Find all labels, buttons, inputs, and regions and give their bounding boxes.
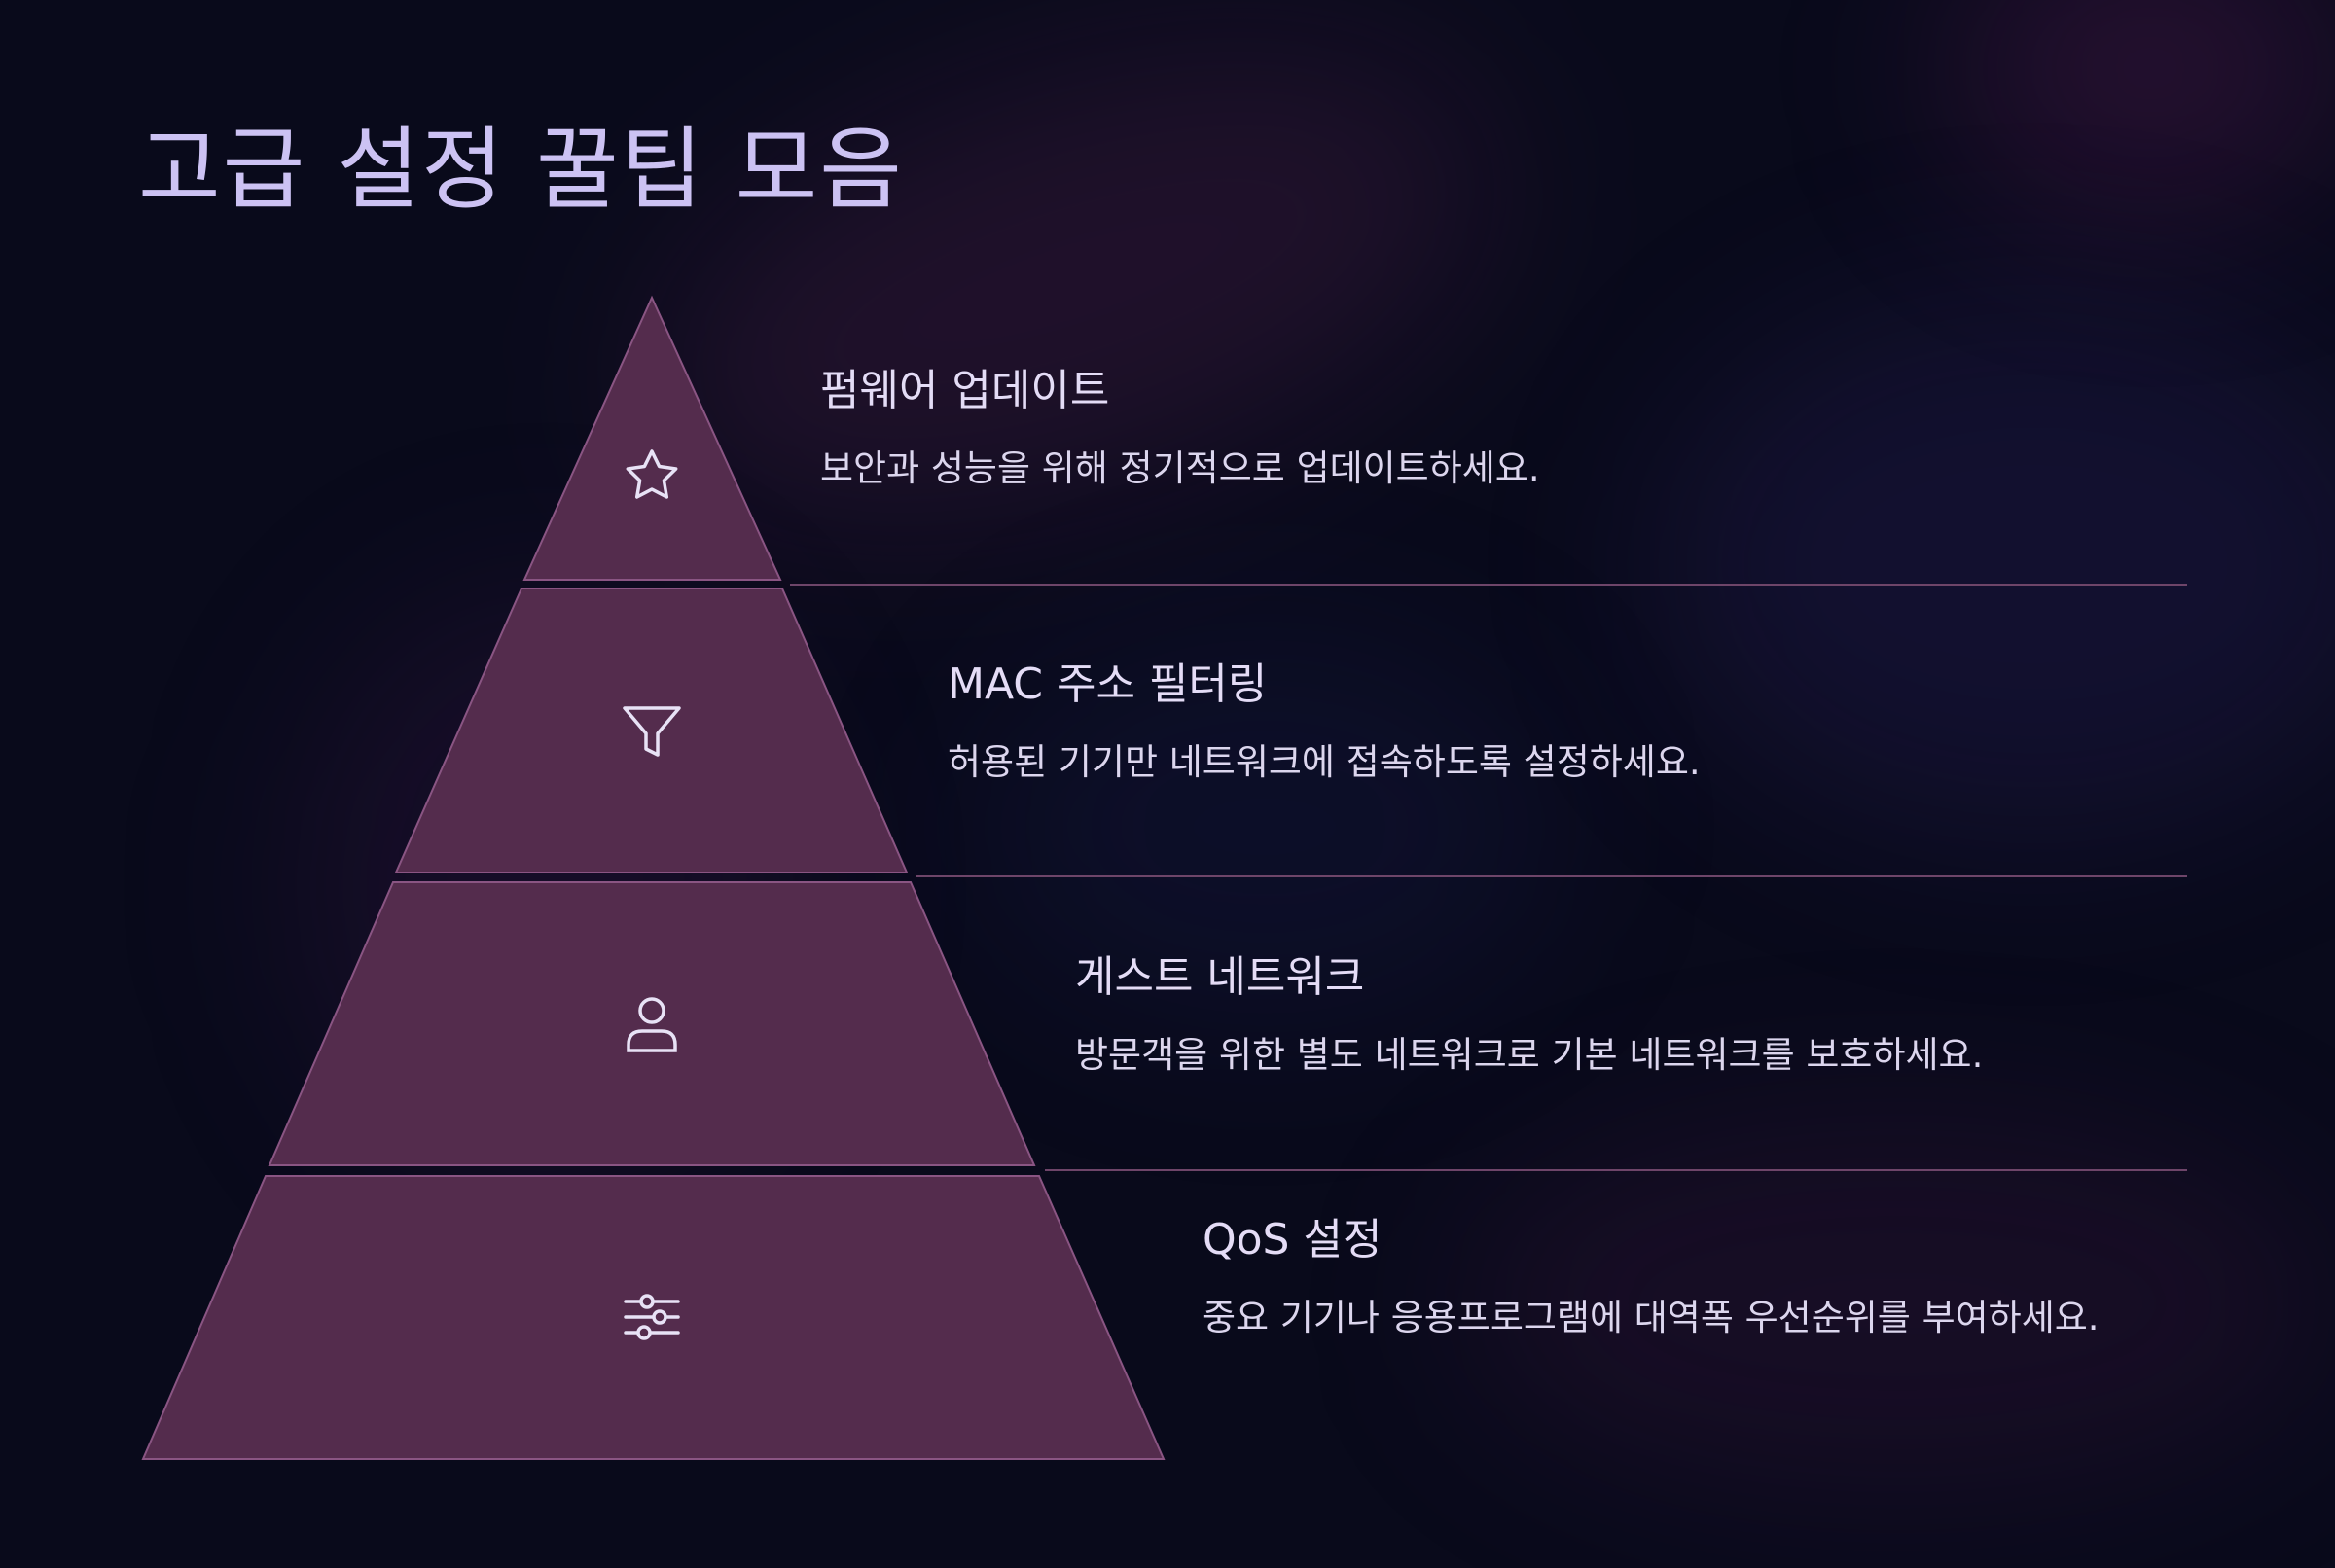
- sliders-icon: [624, 1294, 680, 1340]
- tier-title: 펌웨어 업데이트: [820, 366, 1110, 415]
- user-icon: [627, 997, 677, 1052]
- tier-description: 허용된 기기만 네트워크에 접속하도록 설정하세요.: [948, 740, 1701, 783]
- tier-title: QoS 설정: [1203, 1215, 1383, 1265]
- tier-2-text: MAC 주소 필터링 허용된 기기만 네트워크에 접속하도록 설정하세요.: [948, 659, 2212, 873]
- star-icon: [626, 449, 678, 499]
- tier-title: MAC 주소 필터링: [948, 659, 1268, 709]
- tier-3-text: 게스트 네트워크 방문객을 위한 별도 네트워크로 기본 네트워크를 보호하세요…: [1075, 952, 2335, 1166]
- tier-1-text: 펌웨어 업데이트 보안과 성능을 위해 정기적으로 업데이트하세요.: [820, 366, 2085, 580]
- pyramid-tier-2: [394, 588, 909, 873]
- tier-title: 게스트 네트워크: [1075, 952, 1365, 1002]
- tier-description: 중요 기기나 응용프로그램에 대역폭 우선순위를 부여하세요.: [1203, 1296, 2100, 1338]
- tier-4-text: QoS 설정 중요 기기나 응용프로그램에 대역폭 우선순위를 부여하세요.: [1203, 1215, 2335, 1429]
- tier-description: 방문객을 위한 별도 네트워크로 기본 네트워크를 보호하세요.: [1075, 1033, 1984, 1076]
- filter-icon: [623, 706, 681, 757]
- page-title: 고급 설정 꿀팁 모음: [138, 118, 904, 222]
- tier-description: 보안과 성능을 위해 정기적으로 업데이트하세요.: [820, 446, 1540, 489]
- pyramid-tier-1: [522, 295, 782, 581]
